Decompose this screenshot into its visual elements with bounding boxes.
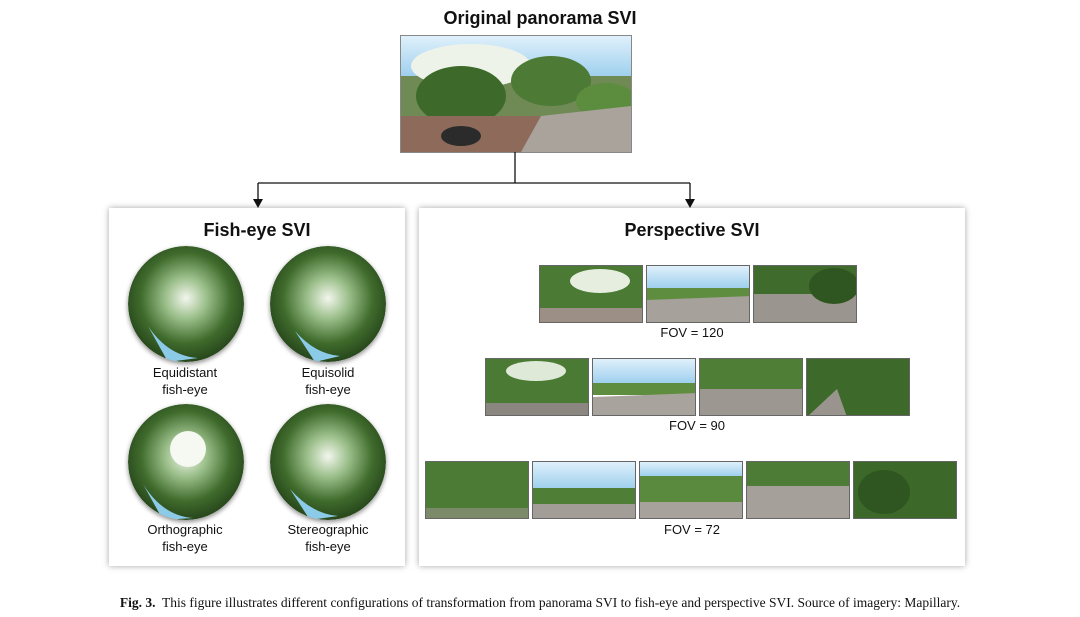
perspective-thumb-fov90-1: [485, 358, 589, 416]
fisheye-image-equidistant: [128, 246, 244, 362]
perspective-thumb-fov72-5: [853, 461, 957, 519]
figure-main-title: Original panorama SVI: [443, 8, 637, 28]
fov-90-label: FOV = 90: [669, 418, 725, 433]
fov-120-label: FOV = 120: [660, 325, 724, 340]
fov-72-label: FOV = 72: [664, 522, 720, 537]
perspective-thumb-fov72-3: [639, 461, 743, 519]
fisheye-image-stereographic: [270, 404, 386, 520]
perspective-thumb-fov72-1: [425, 461, 529, 519]
perspective-thumb-fov120-1: [539, 265, 643, 323]
perspective-thumb-fov90-2: [592, 358, 696, 416]
perspective-thumb-fov90-3: [699, 358, 803, 416]
perspective-panel-title: Perspective SVI: [624, 220, 760, 240]
fisheye-image-orthographic: [128, 404, 244, 520]
fisheye-image-equisolid: [270, 246, 386, 362]
figure-caption-text: This figure illustrates different config…: [161, 595, 961, 610]
panorama-image: [400, 35, 632, 153]
perspective-thumb-fov120-2: [646, 265, 750, 323]
perspective-thumb-fov120-3: [753, 265, 857, 323]
figure-caption-prefix: Fig. 3.: [119, 595, 156, 610]
perspective-panel: Perspective SVI FOV = 120 FOV = 90 FOV =…: [419, 208, 965, 566]
fisheye-panel-title: Fish-eye SVI: [203, 220, 311, 240]
perspective-thumb-fov72-2: [532, 461, 636, 519]
perspective-thumb-fov90-4: [806, 358, 910, 416]
connector-arrows: [253, 152, 695, 208]
perspective-thumb-fov72-4: [746, 461, 850, 519]
figure-caption: Fig. 3. This figure illustrates differen…: [0, 595, 1080, 611]
